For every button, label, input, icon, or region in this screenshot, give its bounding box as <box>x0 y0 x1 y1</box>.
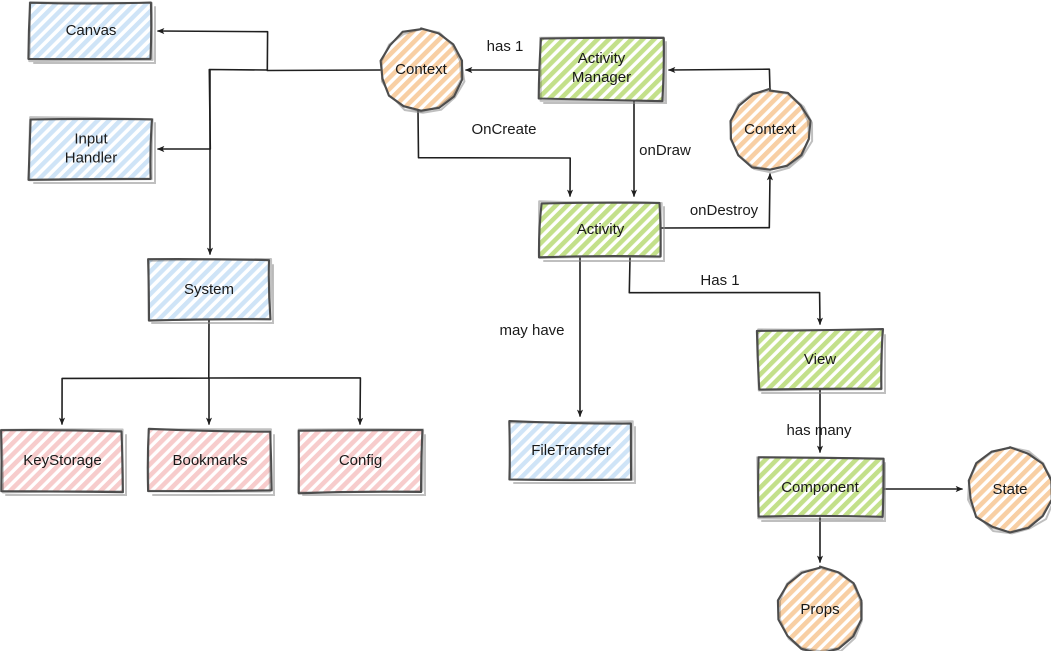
edges-layer <box>58 27 963 563</box>
node-shape <box>757 456 885 518</box>
edge-path <box>157 68 268 153</box>
node-shadow <box>761 334 886 394</box>
node-shadow <box>5 434 127 496</box>
node-context-left[interactable]: Context <box>379 27 466 114</box>
node-props[interactable]: Props <box>776 565 863 651</box>
node-shape <box>27 1 153 61</box>
node-canvas[interactable]: Canvas <box>27 1 156 64</box>
edge-label-activity-has1-view: Has 1 <box>700 272 739 289</box>
edge-label-context-oncreate-activity: OnCreate <box>471 121 536 138</box>
node-shape-sketch-overlay <box>778 566 863 651</box>
edge-activity-ondestroy-context <box>660 173 773 229</box>
node-shape-sketch-overlay <box>380 27 463 113</box>
node-shape <box>0 429 124 494</box>
node-shape <box>967 446 1051 534</box>
node-shape-sketch-overlay <box>147 258 273 322</box>
edge-path <box>660 173 773 229</box>
node-shadow <box>761 462 886 522</box>
node-shadow <box>33 122 156 184</box>
node-shape <box>537 36 665 103</box>
node-shape-sketch-overlay <box>0 428 124 494</box>
node-shape <box>776 565 863 651</box>
node-shape <box>146 427 273 493</box>
edge-activity-has1-view <box>628 257 823 325</box>
node-filetransfer[interactable]: FileTransfer <box>508 420 636 484</box>
node-context-right[interactable]: Context <box>729 87 814 174</box>
node-shadow <box>302 434 426 496</box>
edge-system-to-config <box>208 377 364 425</box>
edge-system-to-keystorage <box>58 319 210 425</box>
node-state[interactable]: State <box>967 446 1051 535</box>
node-keystorage[interactable]: KeyStorage <box>0 428 127 496</box>
node-bookmarks[interactable]: Bookmarks <box>146 427 275 496</box>
edge-contextright-to-activitymanager <box>668 66 771 91</box>
node-shape-sketch-overlay <box>297 428 425 494</box>
node-shadow <box>151 264 274 324</box>
node-shape-sketch-overlay <box>539 36 666 102</box>
edge-context-to-canvas <box>157 27 381 72</box>
node-shape-sketch-overlay <box>967 446 1051 534</box>
node-shadow <box>152 434 275 496</box>
node-shape <box>27 117 154 181</box>
node-activity[interactable]: Activity <box>537 200 665 262</box>
node-shape-sketch-overlay <box>508 420 634 481</box>
edge-label-activity-ondestroy-context: onDestroy <box>690 202 759 219</box>
edge-path <box>628 257 823 325</box>
node-shape <box>379 27 464 112</box>
node-shape-sketch-overlay <box>756 456 884 521</box>
node-system[interactable]: System <box>147 258 274 324</box>
node-config[interactable]: Config <box>297 428 426 496</box>
node-shape-sketch-overlay <box>28 1 154 63</box>
edge-label-activity-mayhave-filetransfer: may have <box>499 322 564 339</box>
node-shape <box>508 420 633 482</box>
edge-label-activitymanager-ondraw-activity: onDraw <box>639 142 691 159</box>
edge-path <box>417 110 574 197</box>
edge-context-to-inputhandler <box>157 68 268 153</box>
edge-context-oncreate-activity <box>417 110 574 197</box>
node-view[interactable]: View <box>755 327 886 394</box>
node-shape <box>297 428 424 495</box>
edge-path <box>58 319 210 425</box>
node-component[interactable]: Component <box>756 456 886 522</box>
node-shadow <box>543 41 667 104</box>
node-shape <box>147 258 272 322</box>
node-shape <box>755 327 885 391</box>
node-shape-sketch-overlay <box>537 200 663 259</box>
edge-label-activitymanager-to-context: has 1 <box>487 38 524 55</box>
node-shape-sketch-overlay <box>729 89 811 171</box>
node-shape-sketch-overlay <box>757 328 884 392</box>
node-shadow <box>33 6 156 64</box>
node-shape <box>729 87 812 171</box>
node-shadow <box>513 426 636 484</box>
node-shadow <box>543 206 665 262</box>
edge-path <box>157 27 381 72</box>
node-shape-sketch-overlay <box>28 116 154 182</box>
node-shape <box>537 201 662 259</box>
edge-path <box>668 66 771 91</box>
edge-path <box>208 377 364 425</box>
node-shape-sketch-overlay <box>147 428 272 493</box>
